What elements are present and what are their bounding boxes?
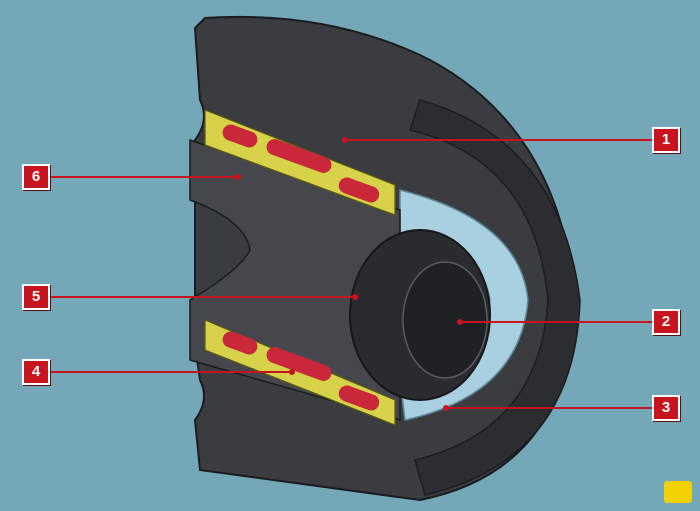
callout-3: 3 (652, 395, 680, 421)
roller-lower-1 (222, 331, 258, 355)
roller-upper-3 (338, 177, 380, 203)
inner-splined-hub (402, 261, 488, 379)
callout-4: 4 (22, 359, 50, 385)
car-logo-icon (664, 481, 692, 503)
roller-upper-2 (266, 139, 332, 173)
callout-5: 5 (22, 284, 50, 310)
roller-lower-2 (266, 347, 332, 381)
outer-rim-face (409, 99, 581, 496)
callout-1: 1 (652, 127, 680, 153)
roller-upper-1 (222, 124, 258, 148)
callout-2: 2 (652, 309, 680, 335)
callout-6: 6 (22, 164, 50, 190)
roller-lower-3 (338, 385, 380, 411)
